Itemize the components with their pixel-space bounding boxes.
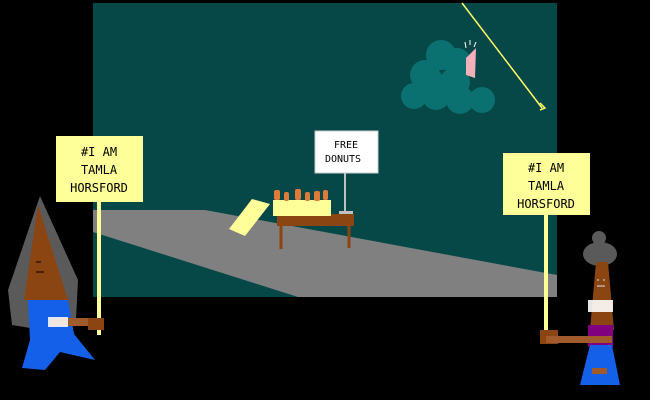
donuts[interactable] — [274, 189, 328, 201]
cloud-icon[interactable] — [401, 40, 495, 114]
left-sign-line2: TAMLA — [81, 163, 118, 177]
left-sign-line3: HORSFORD — [70, 181, 128, 195]
floor-stripe — [93, 210, 557, 297]
donut-sign-line2: DONUTS — [325, 154, 361, 165]
right-sign[interactable] — [503, 153, 590, 215]
donut-sign[interactable] — [314, 130, 379, 174]
left-protester[interactable] — [8, 196, 104, 370]
donut-box[interactable] — [273, 200, 331, 216]
right-sign-line3: HORSFORD — [517, 197, 575, 211]
left-sign-line1: #I AM — [81, 145, 117, 159]
donut-sign-base — [339, 211, 353, 214]
donut-box-lid[interactable] — [229, 199, 270, 236]
figure-icon — [583, 242, 617, 266]
fishing-line-icon[interactable] — [461, 2, 547, 111]
right-protester[interactable] — [540, 215, 620, 385]
donut-table[interactable] — [277, 214, 354, 249]
right-sign-line2: TAMLA — [528, 179, 565, 193]
donut-sign-line1: FREE — [334, 140, 358, 151]
right-sign-line1: #I AM — [528, 161, 564, 175]
cloud-figure-icon — [464, 40, 477, 78]
left-sign[interactable] — [56, 136, 143, 202]
